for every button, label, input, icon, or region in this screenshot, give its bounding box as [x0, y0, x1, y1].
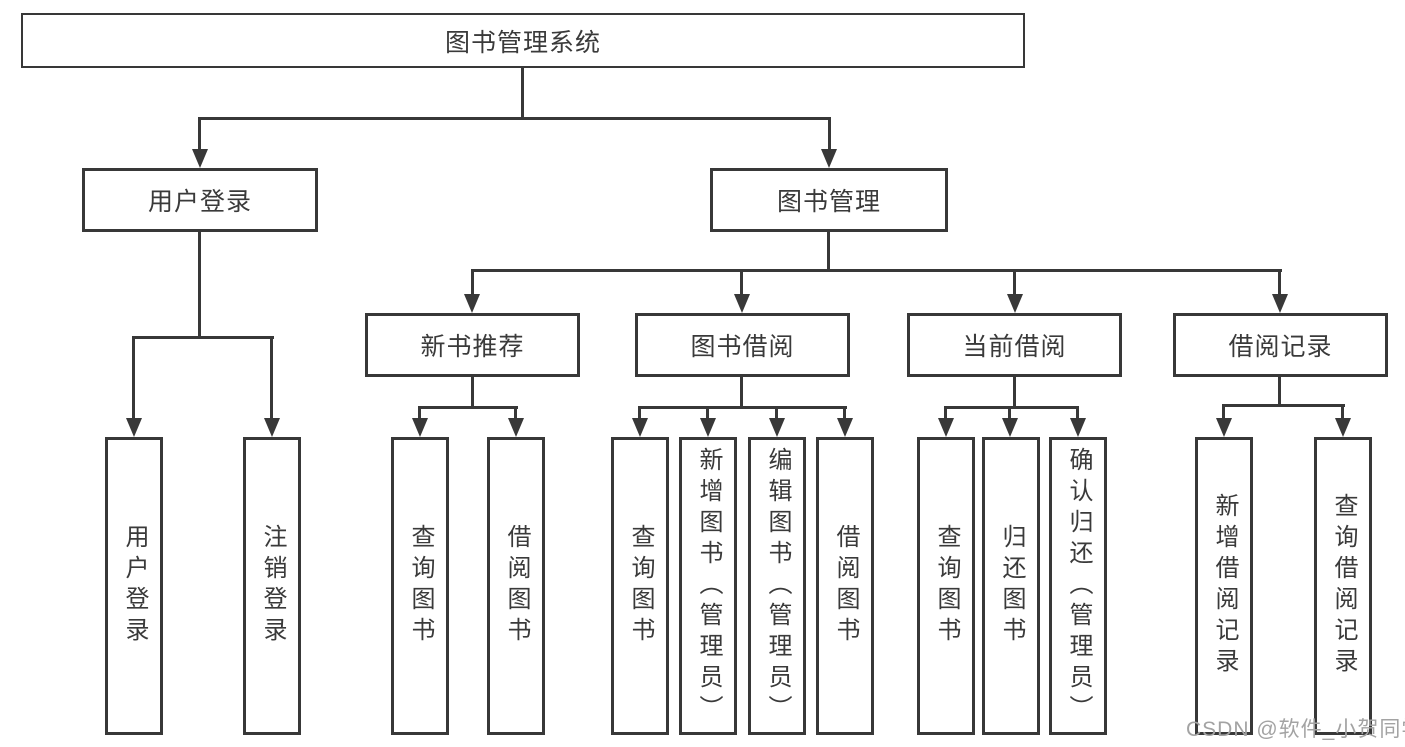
leaf-label: 查询图书	[933, 524, 960, 648]
node-label: 借阅记录	[1228, 333, 1333, 361]
arrow-down-icon	[1007, 294, 1023, 313]
connector-line	[132, 336, 274, 339]
node-user-login-branch: 用户登录	[82, 168, 318, 232]
connector-line	[1278, 271, 1281, 296]
arrow-down-icon	[837, 418, 853, 437]
connector-line	[1278, 377, 1281, 406]
node-label: 新书推荐	[420, 333, 525, 361]
connector-line	[740, 271, 743, 296]
arrow-down-icon	[126, 418, 142, 437]
connector-line	[471, 377, 474, 408]
connector-line	[198, 232, 201, 339]
node-label: 当前借阅	[962, 333, 1067, 361]
connector-line	[843, 408, 846, 420]
leaf-confirm-return-admin: 确认归还（管理员）	[1049, 437, 1107, 735]
node-root-label: 图书管理系统	[444, 28, 601, 57]
leaf-label: 确认归还（管理员）	[1065, 446, 1092, 726]
connector-line	[471, 271, 474, 296]
connector-line	[514, 408, 517, 420]
connector-line	[1013, 377, 1016, 408]
connector-line	[418, 406, 518, 409]
arrow-down-icon	[192, 149, 208, 168]
leaf-query-books-borrowing: 查询图书	[611, 437, 669, 735]
leaf-label: 查询图书	[407, 524, 434, 648]
connector-line	[132, 338, 135, 420]
connector-line	[471, 269, 1282, 272]
connector-line	[775, 408, 778, 420]
connector-line	[521, 68, 524, 120]
node-new-book-recommend: 新书推荐	[365, 313, 580, 377]
arrow-down-icon	[938, 418, 954, 437]
arrow-down-icon	[1335, 418, 1351, 437]
connector-line	[1013, 271, 1016, 296]
leaf-borrow-books-recommend: 借阅图书	[487, 437, 545, 735]
leaf-label: 借阅图书	[832, 524, 859, 648]
node-root: 图书管理系统	[21, 13, 1025, 68]
connector-line	[1341, 406, 1344, 420]
connector-line	[944, 406, 1079, 409]
leaf-label: 查询图书	[627, 524, 654, 648]
arrow-down-icon	[464, 294, 480, 313]
connector-line	[944, 408, 947, 420]
node-borrowing-records: 借阅记录	[1173, 313, 1388, 377]
arrow-down-icon	[1070, 418, 1086, 437]
leaf-label: 归还图书	[998, 524, 1025, 648]
leaf-borrow-books-borrowing: 借阅图书	[816, 437, 874, 735]
leaf-label: 查询借阅记录	[1330, 493, 1357, 679]
connector-line	[740, 377, 743, 408]
leaf-label: 新增借阅记录	[1211, 493, 1238, 679]
connector-line	[827, 232, 830, 271]
arrow-down-icon	[1002, 418, 1018, 437]
connector-line	[270, 338, 273, 420]
leaf-label: 注销登录	[259, 524, 286, 648]
leaf-query-borrow-record: 查询借阅记录	[1314, 437, 1372, 735]
arrow-down-icon	[1216, 418, 1232, 437]
connector-line	[1222, 406, 1225, 420]
leaf-user-login: 用户登录	[105, 437, 163, 735]
leaf-label: 用户登录	[121, 524, 148, 648]
arrow-down-icon	[734, 294, 750, 313]
connector-line	[706, 408, 709, 420]
leaf-query-books-current: 查询图书	[917, 437, 975, 735]
node-book-management: 图书管理	[710, 168, 948, 232]
csdn-watermark: CSDN @软件_小贺同学	[1186, 718, 1405, 741]
arrow-down-icon	[821, 149, 837, 168]
leaf-return-book: 归还图书	[982, 437, 1040, 735]
connector-line	[638, 406, 847, 409]
leaf-add-book-admin: 新增图书（管理员）	[679, 437, 737, 735]
node-current-borrowing: 当前借阅	[907, 313, 1122, 377]
arrow-down-icon	[264, 418, 280, 437]
arrow-down-icon	[412, 418, 428, 437]
arrow-down-icon	[508, 418, 524, 437]
connector-line	[1222, 404, 1345, 407]
connector-line	[1076, 408, 1079, 420]
leaf-label: 新增图书（管理员）	[695, 446, 722, 726]
connector-line	[1008, 408, 1011, 420]
leaf-label: 编辑图书（管理员）	[764, 446, 791, 726]
connector-line	[828, 119, 831, 152]
leaf-query-books-recommend: 查询图书	[391, 437, 449, 735]
node-label: 图书借阅	[690, 333, 795, 361]
node-label: 图书管理	[776, 188, 881, 216]
node-book-borrowing: 图书借阅	[635, 313, 850, 377]
arrow-down-icon	[632, 418, 648, 437]
leaf-label: 借阅图书	[503, 524, 530, 648]
node-label: 用户登录	[147, 188, 252, 216]
connector-line	[198, 119, 201, 152]
leaf-add-borrow-record: 新增借阅记录	[1195, 437, 1253, 735]
connector-line	[418, 408, 421, 420]
leaf-logout: 注销登录	[243, 437, 301, 735]
leaf-edit-book-admin: 编辑图书（管理员）	[748, 437, 806, 735]
arrow-down-icon	[769, 418, 785, 437]
arrow-down-icon	[700, 418, 716, 437]
connector-line	[638, 408, 641, 420]
arrow-down-icon	[1272, 294, 1288, 313]
connector-line	[198, 117, 831, 120]
